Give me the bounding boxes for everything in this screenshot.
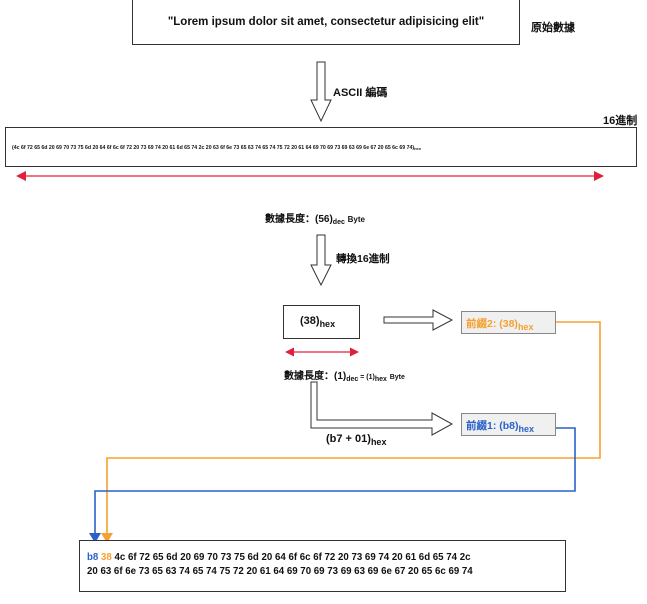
prefix2-connector: [101, 321, 601, 543]
sum-row: (b7 + 01)hex: [326, 433, 386, 447]
prefix2-sub: hex: [517, 322, 534, 332]
length2-hex-sub: hex: [374, 376, 387, 383]
hex-data-sub: hex: [414, 146, 421, 151]
sum-label: (b7 + 01): [326, 433, 371, 445]
source-text-box: "Lorem ipsum dolor sit amet, consectetur…: [132, 0, 520, 45]
result-line-1: b8 38 4c 6f 72 65 6d 20 69 70 73 75 6d 2…: [87, 552, 471, 563]
length2-dec-sub: dec: [346, 376, 359, 383]
prefix1-box: 前綴1: (b8)hex: [461, 413, 556, 436]
length2-hex: (1): [366, 374, 375, 381]
ascii-down-arrow: [310, 61, 332, 123]
length2-dec: (1): [334, 371, 347, 382]
length-hex-sub: hex: [319, 319, 336, 329]
length-value: (56): [315, 214, 333, 225]
source-label: 原始數據: [531, 22, 575, 34]
source-text: "Lorem ipsum dolor sit amet, consectetur…: [167, 16, 485, 28]
prefix1-sub: hex: [518, 424, 535, 434]
prefix2-label: 前綴2: (38): [466, 318, 518, 330]
ascii-label: ASCII 編碼: [333, 87, 388, 99]
prefix1-text: 前綴1: (b8)hex: [466, 418, 534, 434]
sum-sub: hex: [370, 437, 387, 447]
length-hex-text: (38)hex: [300, 315, 335, 329]
hex-data-row: (4c 6f 72 65 6d 20 69 70 73 75 6d 20 64 …: [12, 145, 421, 151]
result-prefix1: b8: [87, 552, 99, 563]
length-label: 數據長度：: [265, 214, 315, 225]
length-byte-unit: Byte: [347, 215, 365, 224]
length2-row: 數據長度：(1)dec = (1)hex Byte: [284, 367, 405, 383]
length2-byte-unit: Byte: [389, 374, 405, 381]
length2-label: 數據長度：: [284, 371, 334, 382]
prefix2-text: 前綴2: (38)hex: [466, 316, 533, 332]
convert-down-arrow: [310, 234, 332, 287]
result-box: b8 38 4c 6f 72 65 6d 20 69 70 73 75 6d 2…: [79, 540, 566, 592]
length-hex-box: (38)hex: [283, 305, 360, 339]
prefix2-box: 前綴2: (38)hex: [461, 311, 556, 334]
small-length-double-arrow: [285, 347, 359, 357]
result-line-2: 20 63 6f 6e 73 65 63 74 65 74 75 72 20 6…: [87, 566, 473, 577]
result-line1-text: 4c 6f 72 65 6d 20 69 70 73 75 6d 20 64 6…: [111, 552, 471, 563]
prefix1-label: 前綴1: (b8): [466, 420, 519, 432]
to-prefix2-arrow: [383, 309, 454, 331]
prefix1-connector: [89, 427, 576, 543]
result-prefix2: 38: [101, 552, 112, 563]
hex-data-text: (4c 6f 72 65 6d 20 69 70 73 75 6d 20 64 …: [12, 145, 415, 151]
length-hex-value: (38): [300, 315, 320, 327]
hex-label: 16進制: [603, 115, 638, 127]
hex-length-double-arrow: [16, 171, 604, 181]
length-row: 數據長度：(56)dec Byte: [265, 210, 365, 226]
length2-eq: =: [358, 374, 367, 381]
length-dec-sub: dec: [332, 219, 345, 226]
to-prefix1-arrow: [310, 381, 454, 436]
convert-label: 轉換16進制: [336, 253, 390, 265]
hex-data-box: (4c 6f 72 65 6d 20 69 70 73 75 6d 20 64 …: [5, 127, 637, 167]
